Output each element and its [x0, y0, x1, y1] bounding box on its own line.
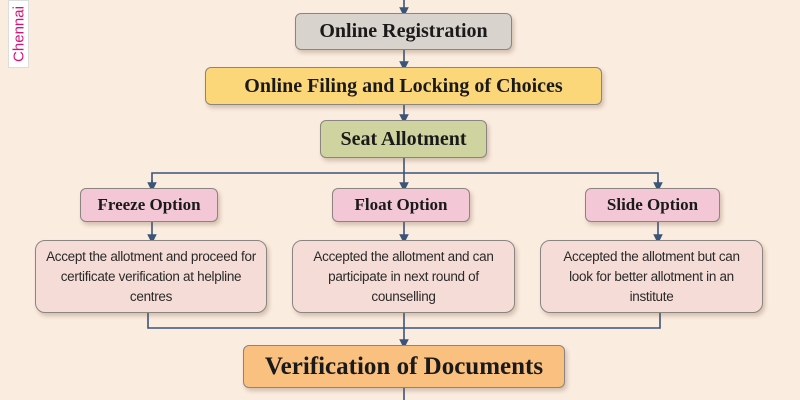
freeze-option: Freeze Option [80, 188, 218, 222]
step-seat-allotment: Seat Allotment [320, 120, 487, 158]
freeze-description: Accept the allotment and proceed for cer… [35, 240, 267, 313]
step-online-filing: Online Filing and Locking of Choices [205, 67, 602, 105]
slide-option: Slide Option [585, 188, 720, 222]
step-online-registration: Online Registration [295, 13, 512, 50]
slide-description: Accepted the allotment but can look for … [540, 240, 763, 313]
float-description: Accepted the allotment and can participa… [292, 240, 515, 313]
watermark: Chennai [8, 0, 29, 68]
float-option: Float Option [332, 188, 470, 222]
step-verification-of-documents: Verification of Documents [243, 345, 565, 388]
